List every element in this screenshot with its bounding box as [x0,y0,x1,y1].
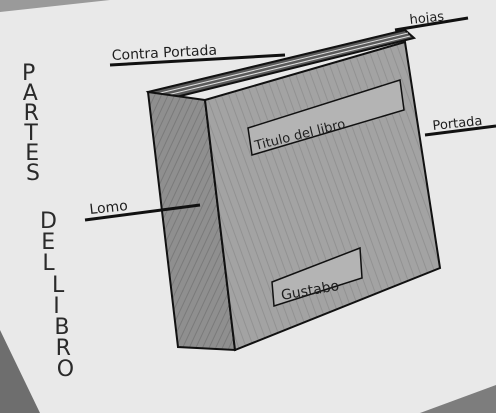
bottom-left-shadow [0,330,40,413]
top-left-shadow [0,0,110,12]
vertical-title-letter: O [57,357,74,382]
vertical-title-letter: S [26,161,40,186]
label-portada: Portada [432,114,483,134]
book-front-cover [205,42,440,350]
bottom-right-shadow [420,385,496,413]
label-hojas: hojas [409,9,445,28]
